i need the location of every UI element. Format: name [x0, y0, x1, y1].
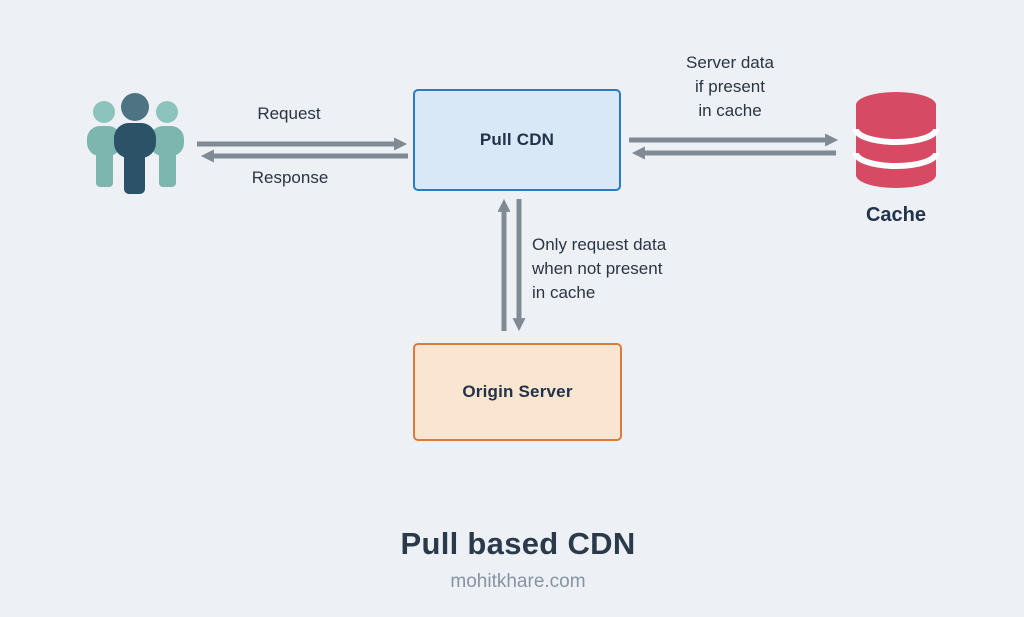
database-icon — [853, 92, 939, 188]
origin-fetch-line-2: when not present — [532, 259, 663, 278]
origin-server-label: Origin Server — [462, 382, 573, 401]
request-label: Request — [257, 104, 321, 123]
users-group-icon — [87, 93, 184, 194]
diagram-watermark: mohitkhare.com — [450, 571, 586, 592]
origin-server-node: Origin Server — [413, 343, 622, 441]
pull-cdn-label: Pull CDN — [479, 130, 555, 149]
user-left — [87, 101, 121, 187]
cache-fetch-label: Server data if present in cache — [654, 51, 806, 123]
origin-fetch-line-3: in cache — [532, 283, 596, 302]
response-label: Response — [251, 168, 329, 187]
origin-fetch-label: Only request data when not present in ca… — [532, 233, 702, 305]
user-center — [114, 93, 156, 194]
cache-label: Cache — [865, 204, 927, 226]
pull-cdn-node: Pull CDN — [413, 89, 621, 191]
database-separator-top — [853, 128, 939, 145]
database-separator-bottom — [853, 152, 939, 169]
cache-fetch-line-2: if present — [695, 77, 765, 96]
user-right — [150, 101, 184, 187]
cache-fetch-line-3: in cache — [698, 101, 762, 120]
cache-fetch-line-1: Server data — [686, 53, 774, 72]
diagram-title: Pull based CDN — [400, 526, 636, 561]
origin-fetch-line-1: Only request data — [532, 235, 667, 254]
